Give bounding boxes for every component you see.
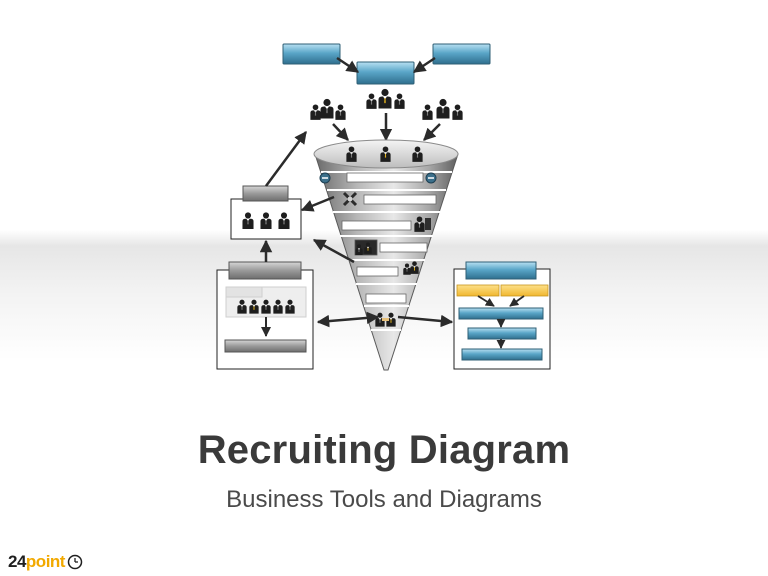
meeting-icon [354, 239, 378, 256]
arrow-top-left-to-center [336, 56, 360, 74]
handshake-icon [375, 312, 396, 327]
brand-logo: 24 point [8, 551, 83, 573]
arrow-right-group-to-funnel [423, 123, 441, 141]
top-left-blue-box [282, 43, 341, 65]
logo-word: point [25, 552, 66, 571]
left-upper-team-box [230, 185, 302, 240]
arrow-left-box-up [264, 130, 308, 187]
document-icon [425, 218, 431, 230]
clock-icon [67, 554, 83, 570]
logo-number: 24 [8, 552, 26, 571]
candidate-group-right [422, 98, 463, 120]
right-process-box [453, 261, 551, 370]
arrow-top-right-to-center [412, 56, 436, 74]
page-title: Recruiting Diagram [197, 428, 571, 472]
arrow-funnel-to-left-lower-side [316, 311, 380, 328]
top-right-blue-box [432, 43, 491, 65]
arrow-funnel-to-left-upper-box [300, 195, 335, 212]
funnel-stage-bars [319, 172, 437, 327]
top-center-blue-box [356, 61, 415, 85]
arrow-funnel-to-right-box [397, 314, 454, 328]
candidate-group-center [366, 88, 405, 109]
recruiting-funnel-diagram [216, 43, 551, 371]
arrow-funnel-to-left-lower-box [312, 238, 355, 264]
candidate-group-left [310, 98, 346, 120]
tools-icon [342, 191, 358, 207]
page-subtitle: Business Tools and Diagrams [226, 486, 542, 513]
left-lower-org-box [216, 261, 314, 370]
arrow-left-group-to-funnel [332, 123, 349, 141]
